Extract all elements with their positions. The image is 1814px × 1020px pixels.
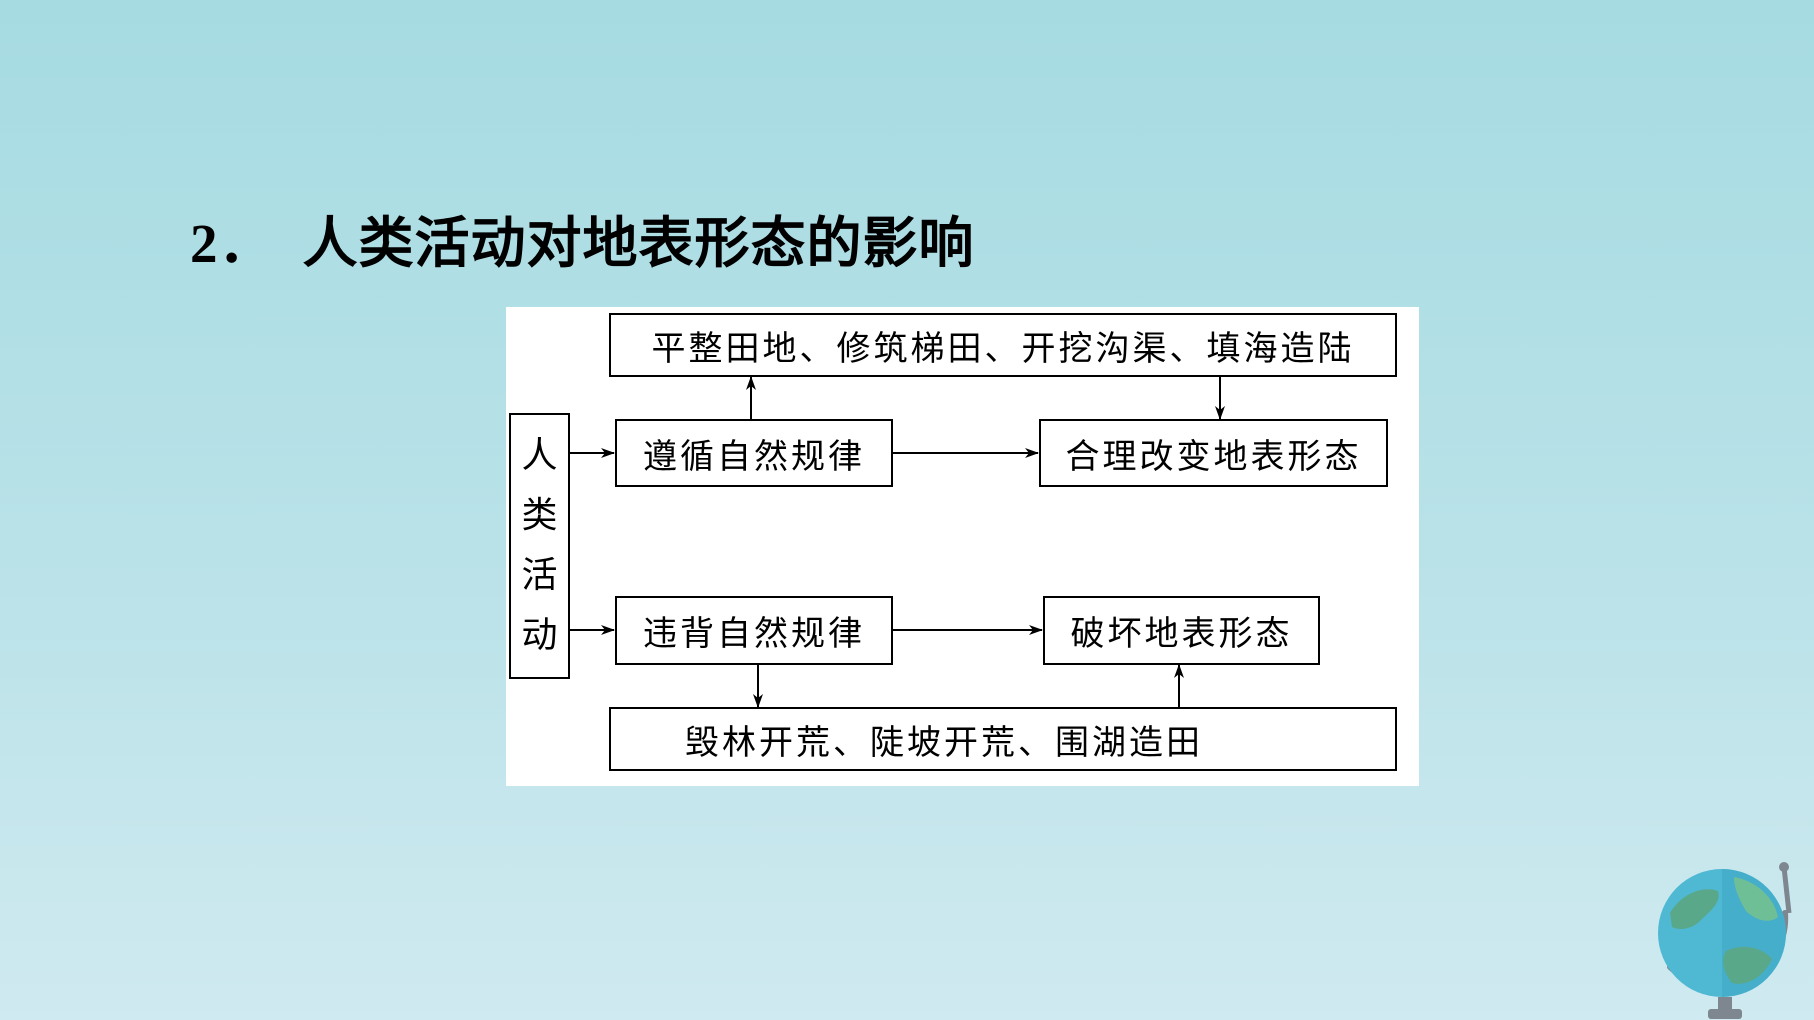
damage-text: 破坏地表形态 — [1070, 614, 1293, 654]
root-char-2: 类 — [521, 495, 558, 536]
bottom-practices-box: 毁林开荒、陡坡开荒、围湖造田 — [609, 707, 1397, 771]
root-char-1: 人 — [521, 435, 558, 476]
reasonable-change-text: 合理改变地表形态 — [1065, 436, 1362, 477]
title-text: 人类活动对地表形态的影响 — [302, 210, 975, 275]
reasonable-change-box: 合理改变地表形态 — [1039, 419, 1388, 487]
root-human-activity-box: 人 类 活 动 — [509, 413, 570, 679]
violate-rule-box: 违背自然规律 — [615, 596, 893, 665]
top-practices-box: 平整田地、修筑梯田、开挖沟渠、填海造陆 — [609, 313, 1397, 377]
globe-icon — [1658, 862, 1792, 1019]
root-char-3: 活 — [521, 555, 558, 596]
follow-rule-text: 遵循自然规律 — [643, 436, 865, 477]
title-number: 2． — [190, 213, 275, 274]
bottom-practices-text: 毁林开荒、陡坡开荒、围湖造田 — [685, 722, 1203, 763]
flow-diagram: 平整田地、修筑梯田、开挖沟渠、填海造陆 人 类 活 动 遵循自然规律 合理改变地… — [506, 307, 1419, 786]
top-practices-text: 平整田地、修筑梯田、开挖沟渠、填海造陆 — [651, 328, 1355, 369]
root-char-4: 动 — [521, 615, 558, 656]
damage-box: 破坏地表形态 — [1043, 596, 1320, 665]
follow-rule-box: 遵循自然规律 — [615, 419, 893, 487]
violate-rule-text: 违背自然规律 — [643, 614, 865, 654]
slide-title: 2． 人类活动对地表形态的影响 — [190, 198, 975, 278]
